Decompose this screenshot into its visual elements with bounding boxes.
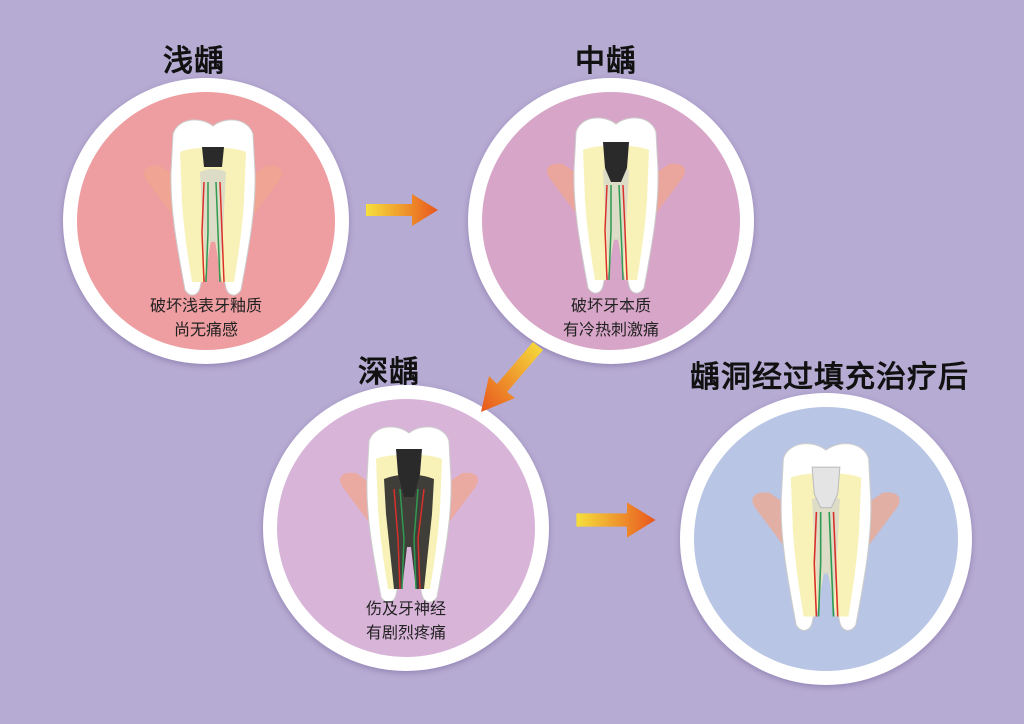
stage-panel-medium: 破坏牙本质 有冷热刺激痛	[482, 92, 740, 350]
arrow-right-icon	[366, 194, 438, 226]
stage-panel-filled	[694, 407, 958, 671]
stage-caption-deep: 伤及牙神经 有剧烈疼痛	[277, 597, 535, 645]
stage-panel-deep: 伤及牙神经 有剧烈疼痛	[277, 399, 535, 657]
stage-title-filled: 龋洞经过填充治疗后	[690, 360, 969, 395]
stage-caption-medium: 破坏牙本质 有冷热刺激痛	[482, 294, 740, 342]
caption-line: 破坏牙本质	[570, 296, 651, 315]
tooth-icon	[752, 443, 900, 631]
stage-title-deep: 深龋	[358, 355, 420, 390]
arrow-right-icon	[576, 502, 656, 538]
arrow-down-left-icon	[481, 342, 543, 412]
stage-circle-filled	[680, 393, 972, 685]
stage-circle-deep: 伤及牙神经 有剧烈疼痛	[263, 385, 549, 671]
tooth-icon	[547, 117, 685, 294]
stage-circle-shallow: 破坏浅表牙釉质 尚无痛感	[63, 78, 349, 364]
caption-line: 尚无痛感	[173, 320, 238, 339]
stage-title-medium: 中龋	[575, 44, 637, 79]
caption-line: 破坏浅表牙釉质	[149, 296, 262, 315]
stage-circle-medium: 破坏牙本质 有冷热刺激痛	[468, 78, 754, 364]
stage-panel-shallow: 破坏浅表牙釉质 尚无痛感	[77, 92, 335, 350]
stage-title-shallow: 浅龋	[163, 44, 225, 79]
tooth-icon	[340, 426, 478, 603]
caption-line: 伤及牙神经	[365, 599, 446, 618]
stage-caption-shallow: 破坏浅表牙釉质 尚无痛感	[77, 294, 335, 342]
caption-line: 有冷热刺激痛	[562, 320, 659, 339]
tooth-icon	[144, 119, 282, 296]
caption-line: 有剧烈疼痛	[365, 623, 446, 642]
